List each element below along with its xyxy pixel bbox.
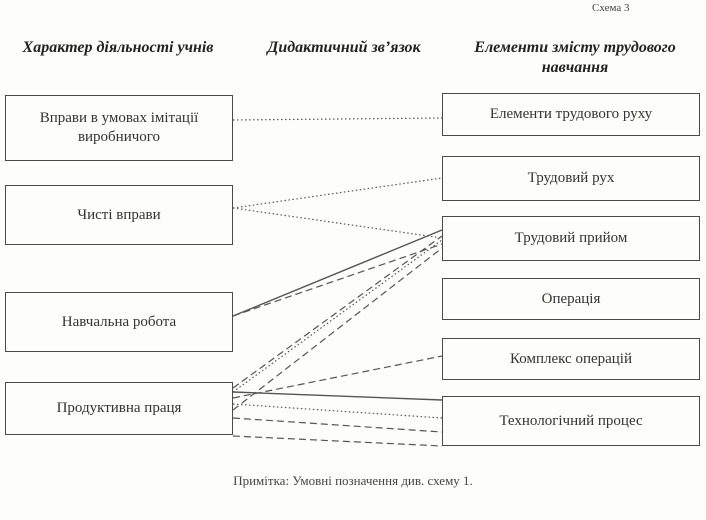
content-box-operation: Операція	[442, 278, 700, 320]
scheme-number: Схема 3	[592, 2, 630, 14]
link-solid-2-to-2	[232, 229, 443, 317]
content-box-labor-movement: Трудовий рух	[442, 156, 700, 201]
link-dashed-2-to-2	[232, 243, 443, 317]
content-box-operations-complex: Комплекс операцій	[442, 338, 700, 380]
activity-box-imitation-exercises: Вправи в умовах імітації виробничого	[5, 95, 233, 161]
activity-box-pure-exercises: Чисті вправи	[5, 185, 233, 245]
activity-box-productive-labor: Продуктивна праця	[5, 382, 233, 435]
link-dashed-3-to-2	[232, 247, 443, 411]
activity-box-training-work: Навчальна робота	[5, 292, 233, 352]
link-dotted-1-to-2	[232, 207, 443, 239]
link-dashed-3-to-2	[232, 235, 443, 389]
link-solid-3-to-5	[232, 391, 443, 401]
content-box-labor-technique: Трудовий прийом	[442, 216, 700, 261]
link-dashed-3-to-4	[232, 355, 443, 399]
link-dashed-3-to-5	[232, 417, 443, 433]
link-dotted-1-to-1	[232, 177, 443, 209]
link-dashed-3-to-5	[232, 435, 443, 447]
footnote: Примітка: Умовні позначення див. схему 1…	[233, 473, 473, 488]
header-student-activity: Характер діяльності учнів	[22, 39, 214, 56]
header-content-elements: Елементи змісту трудового навчання	[474, 39, 676, 76]
link-dotted-0-to-0	[232, 117, 443, 121]
content-box-technological-process: Технологічний процес	[442, 396, 700, 446]
link-dotted-3-to-5	[232, 403, 443, 419]
content-box-movement-elements: Елементи трудового руху	[442, 93, 700, 136]
link-dotted-3-to-2	[232, 239, 443, 393]
header-didactic-link: Дидактичний зв’язок	[267, 39, 421, 56]
